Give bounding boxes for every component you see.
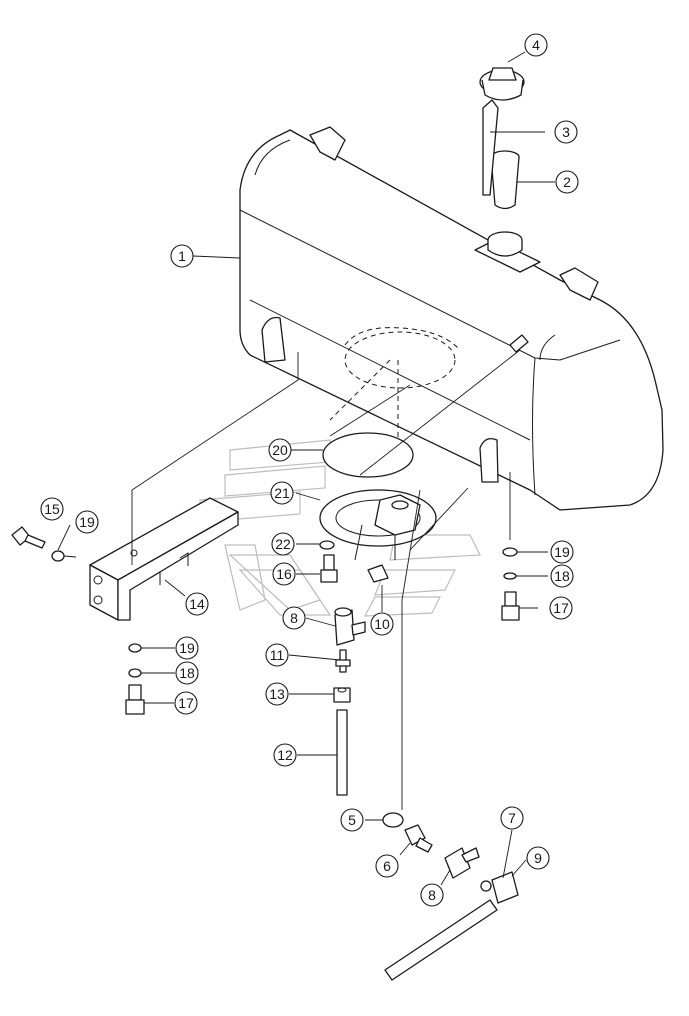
svg-text:17: 17 [178,695,194,711]
filler-cap [479,67,525,101]
fitting-11 [335,649,351,673]
callout-19-lower[interactable]: 19 [175,636,199,660]
svg-text:2: 2 [563,174,571,190]
callout-18-lower[interactable]: 18 [175,661,199,685]
svg-text:18: 18 [179,665,195,681]
washer-18-right [503,572,517,580]
callout-11[interactable]: 11 [265,643,289,667]
svg-text:6: 6 [383,858,391,874]
svg-text:20: 20 [272,442,288,458]
valve-7-9 [480,871,519,904]
callout-4[interactable]: 4 [524,33,548,57]
svg-text:18: 18 [554,568,570,584]
mounting-bracket [89,497,239,621]
washer-19-right [502,547,518,557]
fuel-tank [239,126,664,511]
svg-text:10: 10 [374,616,390,632]
callout-21[interactable]: 21 [270,481,294,505]
svg-text:4: 4 [532,37,540,53]
svg-text:3: 3 [562,124,570,140]
bolt-17-lower [125,684,145,715]
fitting-10 [367,564,389,583]
svg-text:22: 22 [275,536,291,552]
svg-text:21: 21 [274,485,290,501]
callout-19-left[interactable]: 19 [75,510,99,534]
callout-17-right[interactable]: 17 [549,596,573,620]
tee-fitting-8-lower [444,847,480,879]
callout-9[interactable]: 9 [526,846,550,870]
callout-18-right[interactable]: 18 [550,564,574,588]
svg-text:8: 8 [290,610,298,626]
svg-text:16: 16 [276,566,292,582]
tee-fitting-8-upper [334,607,366,646]
callout-3[interactable]: 3 [554,120,578,144]
connector-6 [404,824,433,853]
svg-text:19: 19 [79,514,95,530]
callout-2[interactable]: 2 [555,170,579,194]
gasket [322,432,414,478]
svg-text:17: 17 [553,600,569,616]
svg-text:19: 19 [179,640,195,656]
callout-5[interactable]: 5 [340,808,364,832]
washer-19-lower [128,643,142,653]
fuel-pipe-12 [336,709,348,796]
sender-unit [319,489,437,561]
o-ring-5 [382,812,404,828]
callout-13[interactable]: 13 [265,682,289,706]
callout-16[interactable]: 16 [272,562,296,586]
callout-22[interactable]: 22 [271,532,295,556]
filler-strainer [490,150,520,210]
svg-text:15: 15 [44,501,60,517]
callout-15[interactable]: 15 [40,497,64,521]
svg-text:19: 19 [554,544,570,560]
callout-8-lower[interactable]: 8 [420,883,444,907]
washer-19-left [51,550,65,562]
callout-1[interactable]: 1 [170,244,194,268]
bolt-16 [320,554,338,583]
callout-14[interactable]: 14 [185,592,209,616]
washer-22 [319,540,335,550]
gauge-stick [482,99,499,196]
callout-10[interactable]: 10 [370,612,394,636]
svg-text:7: 7 [508,810,516,826]
callout-8-upper[interactable]: 8 [282,606,306,630]
callouts: 1 2 3 4 5 6 7 8 8 9 10 11 12 13 14 15 16… [40,33,579,907]
callout-12[interactable]: 12 [273,743,297,767]
callout-7[interactable]: 7 [500,806,524,830]
nut-13 [333,687,351,703]
callout-6[interactable]: 6 [375,854,399,878]
bolt-17-right [501,591,520,621]
svg-text:13: 13 [269,686,285,702]
washer-18-lower [128,668,142,678]
callout-20[interactable]: 20 [268,438,292,462]
bolt-15 [11,526,46,549]
svg-text:11: 11 [270,647,285,663]
svg-text:8: 8 [428,887,436,903]
hose [384,899,498,981]
callout-17-lower[interactable]: 17 [174,691,198,715]
svg-text:1: 1 [178,248,186,264]
svg-text:5: 5 [348,812,356,828]
svg-text:14: 14 [189,596,205,612]
svg-text:12: 12 [277,747,293,763]
callout-19-right[interactable]: 19 [550,540,574,564]
svg-text:9: 9 [534,850,542,866]
